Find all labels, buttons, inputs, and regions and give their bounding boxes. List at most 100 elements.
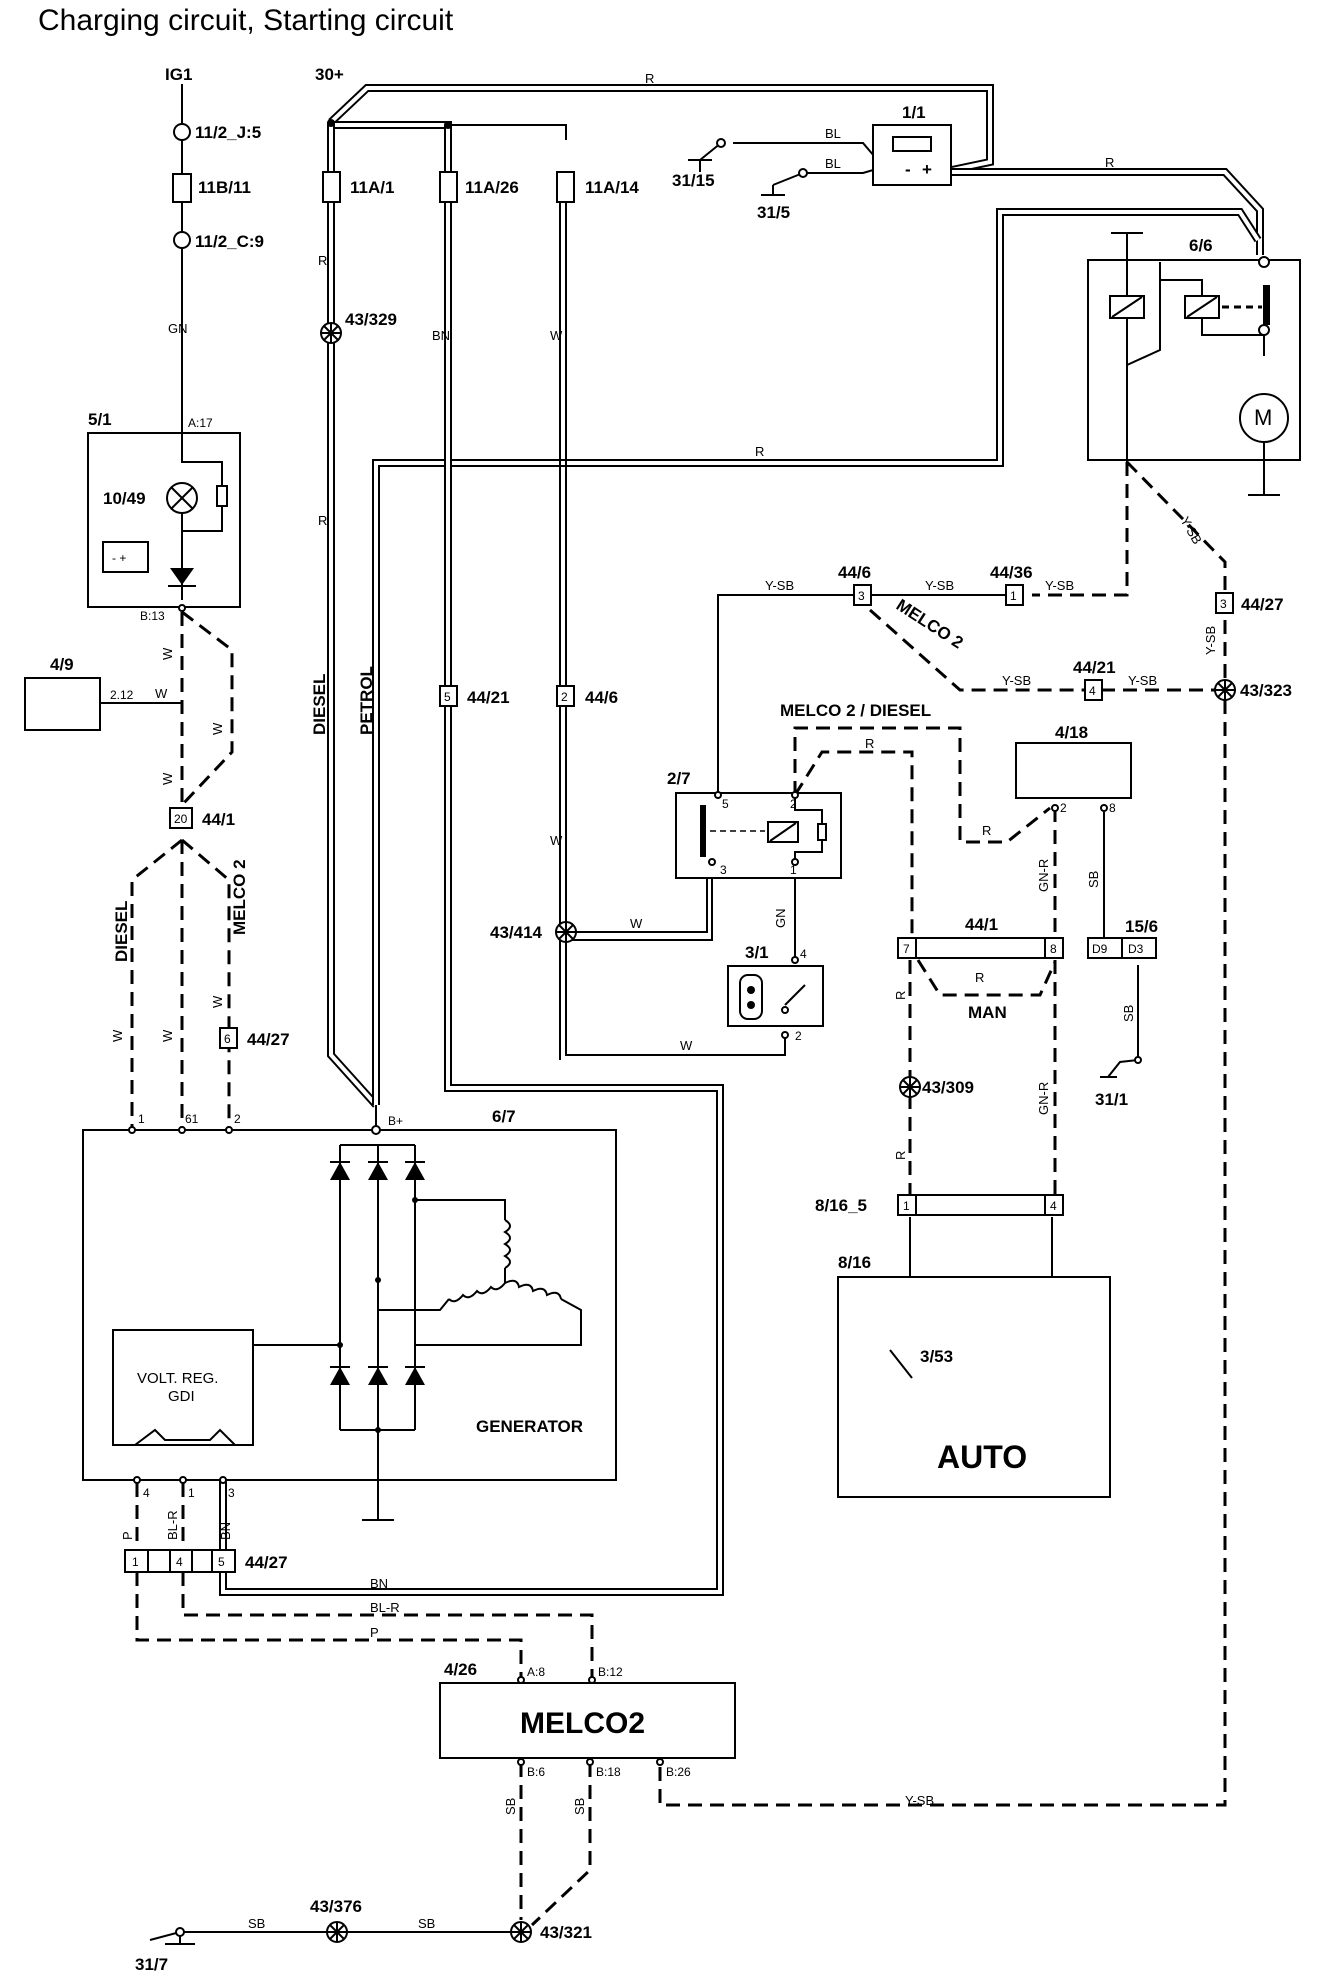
component-label: 8/16 — [838, 1253, 871, 1272]
melco-module — [439, 1682, 736, 1759]
svg-text:BL-R: BL-R — [370, 1600, 400, 1615]
battery: - + — [872, 124, 952, 186]
svg-text:W: W — [160, 1029, 175, 1042]
svg-text:- +: - + — [112, 551, 126, 565]
svg-text:6: 6 — [224, 1032, 231, 1046]
svg-text:B:12: B:12 — [598, 1665, 623, 1679]
svg-text:20: 20 — [174, 812, 188, 826]
svg-text:61: 61 — [185, 1112, 199, 1126]
connector-label: 44/36 — [990, 563, 1033, 582]
man-label: MAN — [968, 1003, 1007, 1022]
splice-label: 43/376 — [310, 1897, 362, 1916]
svg-text:R: R — [318, 513, 327, 528]
svg-text:W: W — [110, 1029, 125, 1042]
svg-text:BN: BN — [432, 328, 450, 343]
svg-text:+: + — [922, 160, 932, 179]
svg-text:W: W — [630, 916, 643, 931]
page-title: Charging circuit, Starting circuit — [38, 4, 454, 37]
svg-text:BN: BN — [370, 1576, 388, 1591]
svg-text:5: 5 — [444, 690, 451, 704]
svg-text:R: R — [893, 991, 908, 1000]
connector-label: 44/6 — [838, 563, 871, 582]
svg-text:3: 3 — [858, 589, 865, 603]
splices — [320, 322, 1236, 1943]
svg-text:BN: BN — [218, 1522, 233, 1540]
connector-8-16-5 — [897, 1194, 1064, 1216]
svg-text:SB: SB — [1121, 1005, 1136, 1022]
component-label: 15/6 — [1125, 917, 1158, 936]
splice-label: 43/323 — [1240, 681, 1292, 700]
svg-text:R: R — [975, 970, 984, 985]
svg-text:A:8: A:8 — [527, 1665, 545, 1679]
splice-43-323 — [1214, 679, 1236, 701]
svg-text:1: 1 — [903, 1199, 910, 1213]
power-wires — [219, 84, 1264, 1596]
svg-text:-: - — [905, 160, 911, 179]
svg-text:R: R — [893, 1151, 908, 1160]
svg-text:Y-SB: Y-SB — [905, 1793, 934, 1808]
svg-text:4: 4 — [176, 1555, 183, 1569]
pin-label: A:17 — [188, 416, 213, 430]
fuse-label: 11B/11 — [198, 178, 251, 197]
svg-text:8: 8 — [1109, 801, 1116, 815]
ground-label: 31/7 — [135, 1955, 168, 1974]
svg-text:D9: D9 — [1092, 942, 1108, 956]
component-4-9 — [24, 677, 101, 731]
svg-text:P: P — [120, 1531, 135, 1540]
inline-connectors: 5 2 20 6 3 1 4 3 — [169, 584, 1234, 1049]
ignition-switch — [727, 956, 824, 1039]
generator — [82, 1105, 617, 1521]
connector-label: 11/2_C:9 — [195, 232, 264, 251]
svg-text:1: 1 — [1010, 589, 1017, 603]
relay — [675, 791, 842, 879]
svg-text:SB: SB — [418, 1916, 435, 1931]
svg-text:R: R — [318, 253, 327, 268]
svg-text:SB: SB — [503, 1798, 518, 1815]
fuse-11a-1 — [322, 171, 341, 203]
fuse-11a-26 — [439, 171, 458, 203]
generator-label: GENERATOR — [476, 1417, 583, 1436]
svg-text:5: 5 — [722, 797, 729, 811]
svg-text:MELCO 2: MELCO 2 — [230, 859, 249, 935]
svg-text:W: W — [550, 328, 563, 343]
vertical-wire-labels: W W W W W W GN GN-R GN-R R R SB SB Y-SB … — [110, 514, 1218, 1815]
svg-text:1: 1 — [132, 1555, 139, 1569]
connector-label: 44/27 — [245, 1553, 288, 1572]
splice-43-414 — [555, 921, 577, 943]
svg-text:M: M — [1254, 405, 1272, 430]
svg-text:3: 3 — [1220, 597, 1227, 611]
connector-label: 44/6 — [585, 688, 618, 707]
svg-text:R: R — [982, 823, 991, 838]
fuse-label: 11A/26 — [465, 178, 519, 197]
fuse-label: 11A/14 — [585, 178, 639, 197]
svg-text:4: 4 — [1089, 684, 1096, 698]
splice-43-376 — [326, 1921, 348, 1943]
svg-text:2: 2 — [790, 797, 797, 811]
svg-text:DIESEL: DIESEL — [112, 901, 131, 962]
svg-text:GN: GN — [168, 321, 188, 336]
pin-label: 2.12 — [110, 688, 134, 702]
connector-44-27 — [124, 1549, 236, 1573]
connector-label: 44/27 — [247, 1030, 290, 1049]
splice-label: 43/329 — [345, 310, 397, 329]
svg-text:4: 4 — [143, 1486, 150, 1500]
connector-label: 44/1 — [965, 915, 998, 934]
component-label: 4/18 — [1055, 723, 1088, 742]
svg-text:PETROL: PETROL — [357, 666, 376, 735]
svg-text:B:6: B:6 — [527, 1765, 545, 1779]
b30-label: 30+ — [315, 65, 344, 84]
splice-label: 43/414 — [490, 923, 543, 942]
svg-text:W: W — [155, 686, 168, 701]
svg-text:B:26: B:26 — [666, 1765, 691, 1779]
svg-text:Y-SB: Y-SB — [1002, 673, 1031, 688]
relay-label: 2/7 — [667, 769, 691, 788]
fuses — [172, 119, 575, 249]
splice-43-321 — [510, 1921, 532, 1943]
svg-text:W: W — [160, 647, 175, 660]
auto-box — [837, 1276, 1111, 1498]
wire-color-labels: R BL BL R R R R BN W W GN W W Y-SB Y-SB … — [155, 71, 1157, 1931]
component-label: 4/9 — [50, 655, 74, 674]
svg-text:Y-SB: Y-SB — [765, 578, 794, 593]
splice-label: 43/321 — [540, 1923, 592, 1942]
